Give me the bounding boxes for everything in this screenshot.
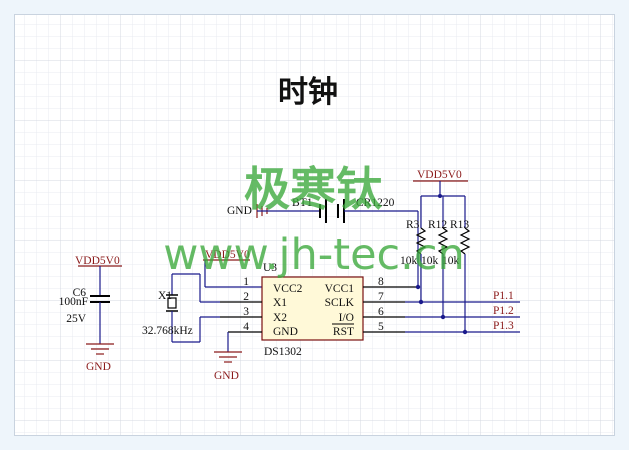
c6-power-label: VDD5V0 — [75, 255, 120, 267]
u3-pin-4-name: GND — [273, 326, 298, 338]
u3-power-label: VDD5V0 — [205, 249, 250, 261]
net-label-p1-2: P1.2 — [493, 305, 514, 317]
u3-pin-3-name: X2 — [273, 312, 287, 324]
u3-pin-5-num: 5 — [378, 321, 384, 333]
r3-ref: R3 — [406, 219, 420, 231]
pullup-resistors: VDD5V0 R3 R12 R13 10k 10k 10k — [400, 169, 471, 332]
r12-ref: R12 — [428, 219, 447, 231]
r12-value: 10k — [421, 255, 439, 267]
u3-pin-7-num: 7 — [378, 291, 384, 303]
sheet-border — [14, 14, 615, 436]
u3-pin-8-num: 8 — [378, 276, 384, 288]
u3-gnd-label: GND — [214, 370, 239, 382]
u3-pin-5-name: RST — [333, 326, 354, 338]
c6-voltage: 25V — [66, 313, 87, 325]
x1-frequency: 32.768kHz — [142, 325, 193, 337]
bt1-ref: BT1 — [292, 197, 313, 209]
u3-body — [261, 276, 364, 341]
u3-part: DS1302 — [264, 346, 302, 358]
bt1-part: CR1220 — [356, 197, 395, 209]
watermark: 极寒钛 www.jh-tec.cn — [163, 162, 464, 280]
u3-pin-1-num: 1 — [243, 276, 249, 288]
net-label-p1-1: P1.1 — [493, 290, 514, 302]
c6-ref: C6 — [73, 287, 87, 299]
u3-pin-4-num: 4 — [243, 321, 249, 333]
capacitor-c6: VDD5V0 C6 100nF 25V GND — [59, 255, 122, 373]
c6-gnd-label: GND — [86, 361, 111, 373]
resistor-power-label: VDD5V0 — [417, 169, 462, 181]
r3-value: 10k — [400, 255, 418, 267]
battery-bt1: GND BT1 CR1220 — [227, 197, 419, 287]
u3-pin-8-name: VCC1 — [325, 283, 355, 295]
u3-pin-6-num: 6 — [378, 306, 384, 318]
net-label-p1-3: P1.3 — [493, 320, 514, 332]
u3-pin-2-num: 2 — [243, 291, 249, 303]
watermark-line-2: www.jh-tec.cn — [163, 230, 464, 280]
chip-u3: VDD5V0 U3 DS1302 1 2 3 4 VCC2 X1 X2 GND … — [203, 249, 418, 382]
u3-pin-3-num: 3 — [243, 306, 249, 318]
u3-pin-2-name: X1 — [273, 297, 287, 309]
c6-value: 100nF — [59, 296, 88, 308]
net-wires: P1.1 P1.2 P1.3 — [405, 284, 520, 335]
bt1-gnd-label: GND — [227, 205, 252, 217]
watermark-line-1: 极寒钛 — [244, 162, 383, 216]
grid — [14, 14, 615, 436]
u3-ref: U3 — [263, 262, 277, 274]
crystal-x1: X1 32.768kHz — [142, 273, 220, 343]
u3-pin-6-name: I/O — [339, 312, 354, 324]
x1-ref: X1 — [158, 290, 172, 302]
r13-ref: R13 — [450, 219, 469, 231]
u3-pin-7-name: SCLK — [325, 297, 355, 309]
u3-pin-1-name: VCC2 — [273, 283, 303, 295]
r13-value: 10k — [442, 255, 460, 267]
page-title: 时钟 — [278, 76, 338, 109]
